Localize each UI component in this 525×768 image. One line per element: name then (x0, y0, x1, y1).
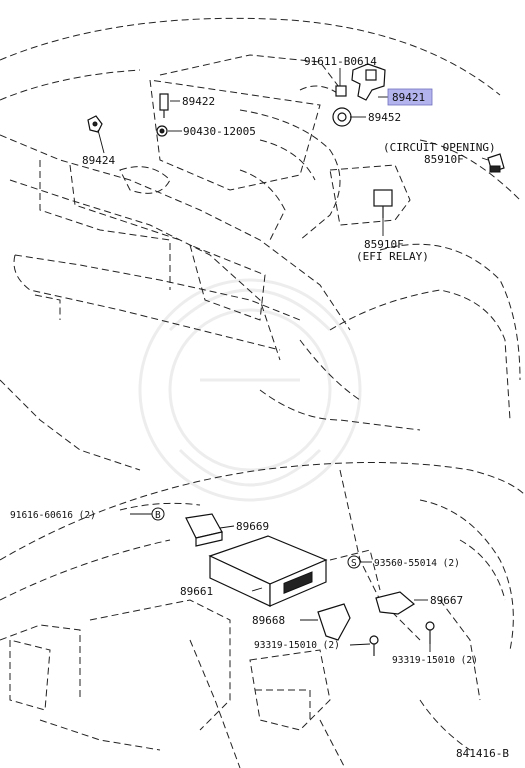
part-89421-sensor[interactable] (351, 63, 386, 101)
part-91611-bolt[interactable] (335, 85, 347, 97)
marker-s-circle (347, 555, 361, 569)
label-93560-55014: 93560-55014 (2) (374, 558, 460, 569)
label-89668: 89668 (252, 614, 285, 627)
watermark (138, 278, 362, 502)
label-89667: 89667 (430, 594, 463, 607)
label-89669: 89669 (236, 520, 269, 533)
part-89424-sensor[interactable] (87, 115, 103, 133)
marker-s-label: S (351, 558, 357, 569)
leader-lines (97, 68, 489, 652)
part-labels: 91611-B0614 89422 89421 90430-12005 8945… (10, 55, 509, 760)
label-93319-left: 93319-15010 (2) (254, 640, 340, 651)
label-circuit-opening: (CIRCUIT OPENING) (383, 141, 496, 154)
part-93319-bolt-right[interactable] (425, 621, 435, 644)
label-89452: 89452 (368, 111, 401, 124)
label-89421[interactable]: 89421 (392, 91, 425, 104)
label-efi-relay: (EFI RELAY) (356, 250, 429, 263)
label-91616-60616: 91616-60616 (2) (10, 510, 96, 521)
part-89667-bracket[interactable] (375, 591, 416, 615)
diagram-id: 841416-B (456, 747, 509, 760)
label-93319-right: 93319-15010 (2) (392, 655, 478, 666)
label-89422: 89422 (182, 95, 215, 108)
label-85910f-top: 85910F (424, 153, 464, 166)
part-89452-sensor[interactable] (332, 107, 352, 127)
part-93319-bolt-left[interactable] (369, 635, 379, 656)
engine-bay-outline (0, 17, 521, 471)
label-90430-12005: 90430-12005 (183, 125, 256, 138)
part-89661-ecu[interactable] (208, 535, 328, 607)
label-91611-b0614: 91611-B0614 (304, 55, 377, 68)
label-85910f-efi: 85910F (364, 238, 404, 251)
label-89424: 89424 (82, 154, 115, 167)
part-89669-bracket[interactable] (185, 513, 223, 547)
dashboard-outline (0, 462, 525, 768)
marker-b-circle (151, 507, 165, 521)
label-89661: 89661 (180, 585, 213, 598)
part-85910f-efi-relay[interactable] (373, 189, 393, 218)
part-89422-sensor[interactable] (159, 93, 169, 118)
part-90430-gasket[interactable] (156, 125, 168, 137)
part-85910f-circuit-opening-relay[interactable] (487, 153, 505, 173)
marker-b-label: B (155, 510, 161, 521)
part-89668-bracket[interactable] (317, 603, 351, 641)
highlight-89421 (387, 88, 433, 106)
